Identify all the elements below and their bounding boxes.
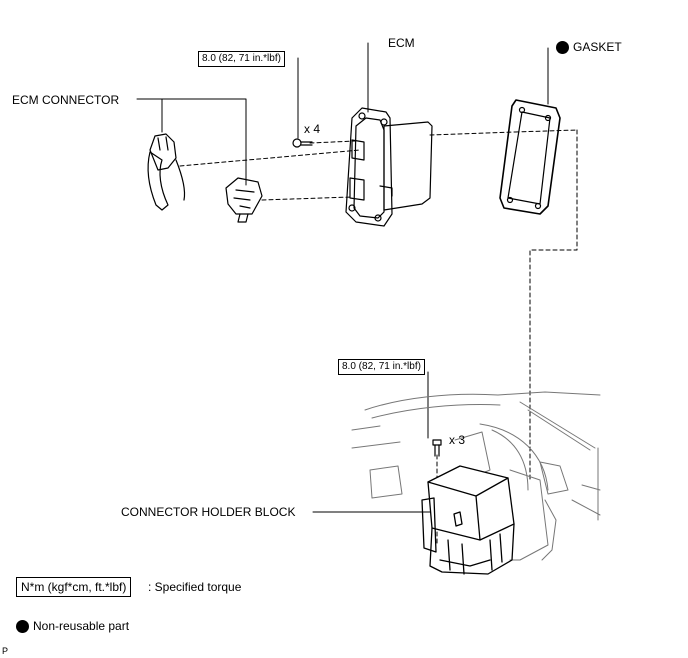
connector-holder-block-drawing <box>421 465 515 575</box>
dash-connector-lower <box>261 196 353 201</box>
legend-non-reusable-text: Non-reusable part <box>33 619 130 633</box>
ecm-connector-label: ECM CONNECTOR <box>12 93 120 107</box>
legend-non-reusable-icon <box>16 620 29 633</box>
top-torque-box: 8.0 (82, 71 in.*lbf) <box>198 51 285 67</box>
legend-torque-desc: : Specified torque <box>148 580 242 594</box>
footer-code: P <box>2 646 9 656</box>
bottom-bolt-quantity: x 3 <box>449 433 466 447</box>
non-reusable-icon <box>556 41 569 54</box>
vehicle-body-drawing <box>351 391 601 561</box>
ecm-drawing <box>345 107 433 227</box>
dash-bolt <box>309 140 356 144</box>
leader-lines <box>136 42 549 513</box>
bolt-icon <box>292 138 313 148</box>
gasket-drawing <box>499 99 561 215</box>
bottom-torque-box: 8.0 (82, 71 in.*lbf) <box>338 359 425 375</box>
bolt-icon-bottom <box>432 439 442 457</box>
connector-holder-block-label: CONNECTOR HOLDER BLOCK <box>121 505 296 519</box>
dash-ecm-gasket-top <box>429 131 516 136</box>
ecm-connector-drawing <box>147 133 263 223</box>
legend-torque-unit: N*m (kgf*cm, ft.*lbf) <box>16 577 132 597</box>
alignment-lines <box>179 129 578 546</box>
dash-to-vehicle <box>529 129 578 481</box>
gasket-label: GASKET <box>573 40 622 54</box>
ecm-connector-leader <box>136 98 247 186</box>
top-bolt-quantity: x 4 <box>304 122 321 136</box>
ecm-label: ECM <box>388 36 415 50</box>
dash-gasket-right <box>514 129 578 133</box>
dash-connector-upper <box>179 149 361 167</box>
